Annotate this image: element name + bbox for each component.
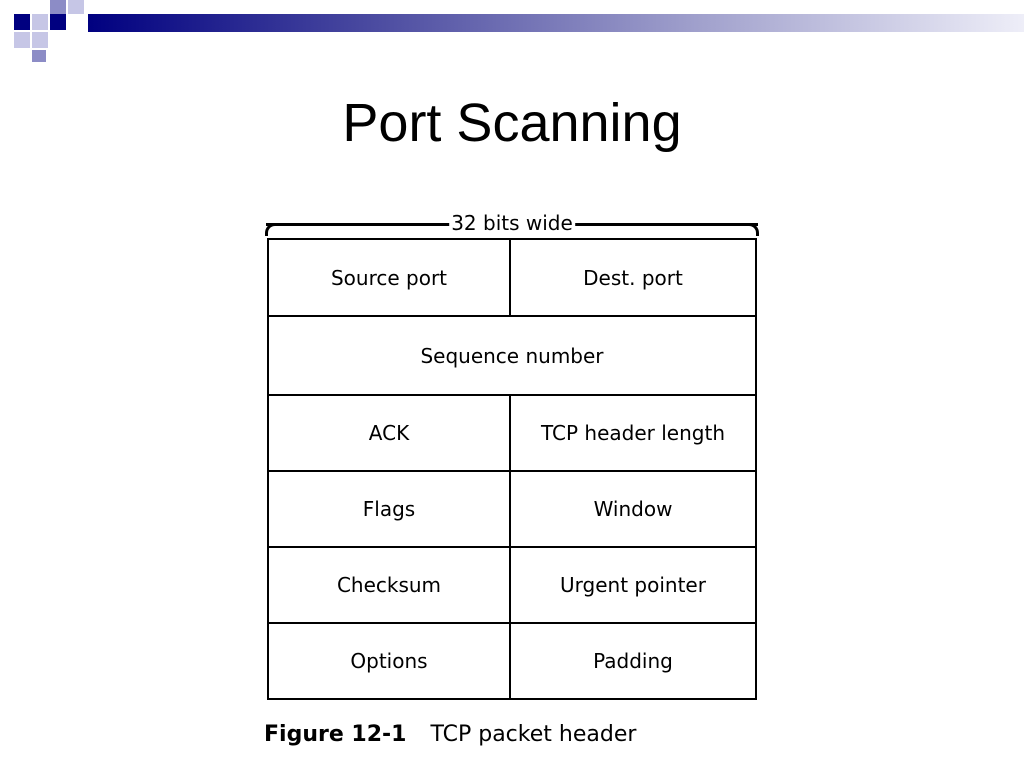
- field-tcp-header-length: TCP header length: [509, 394, 757, 472]
- tcp-header-diagram: 32 bits wide Source port Dest. port Sequ…: [265, 210, 759, 700]
- field-ack: ACK: [267, 394, 511, 472]
- field-source-port: Source port: [267, 238, 511, 317]
- field-urgent-pointer: Urgent pointer: [509, 546, 757, 624]
- field-flags: Flags: [267, 470, 511, 548]
- corner-square-navy-1: [14, 14, 30, 30]
- corner-square-mid-2: [32, 50, 46, 62]
- corner-square-light-4: [68, 0, 84, 14]
- field-sequence-number: Sequence number: [267, 315, 757, 396]
- width-bracket: 32 bits wide: [265, 210, 759, 238]
- header-fields-table: Source port Dest. port Sequence number A…: [267, 238, 757, 700]
- corner-square-navy-2: [50, 14, 66, 30]
- corner-square-mid-1: [50, 0, 66, 14]
- slide-title: Port Scanning: [342, 93, 682, 153]
- table-row: Sequence number: [267, 315, 757, 396]
- field-checksum: Checksum: [267, 546, 511, 624]
- table-row: Checksum Urgent pointer: [267, 546, 757, 624]
- corner-square-light-3: [32, 32, 48, 48]
- table-row: ACK TCP header length: [267, 394, 757, 472]
- field-padding: Padding: [509, 622, 757, 700]
- corner-square-light-2: [14, 32, 30, 48]
- field-options: Options: [267, 622, 511, 700]
- table-row: Options Padding: [267, 622, 757, 700]
- caption-text: TCP packet header: [430, 722, 637, 747]
- table-row: Flags Window: [267, 470, 757, 548]
- corner-square-light-1: [32, 14, 48, 30]
- table-row: Source port Dest. port: [267, 238, 757, 317]
- field-window: Window: [509, 470, 757, 548]
- figure-caption: Figure 12-1 TCP packet header: [264, 722, 636, 747]
- field-dest-port: Dest. port: [509, 238, 757, 317]
- header-gradient-bar: [88, 14, 1024, 32]
- caption-figure-number: Figure 12-1: [264, 722, 407, 747]
- width-label: 32 bits wide: [449, 210, 575, 236]
